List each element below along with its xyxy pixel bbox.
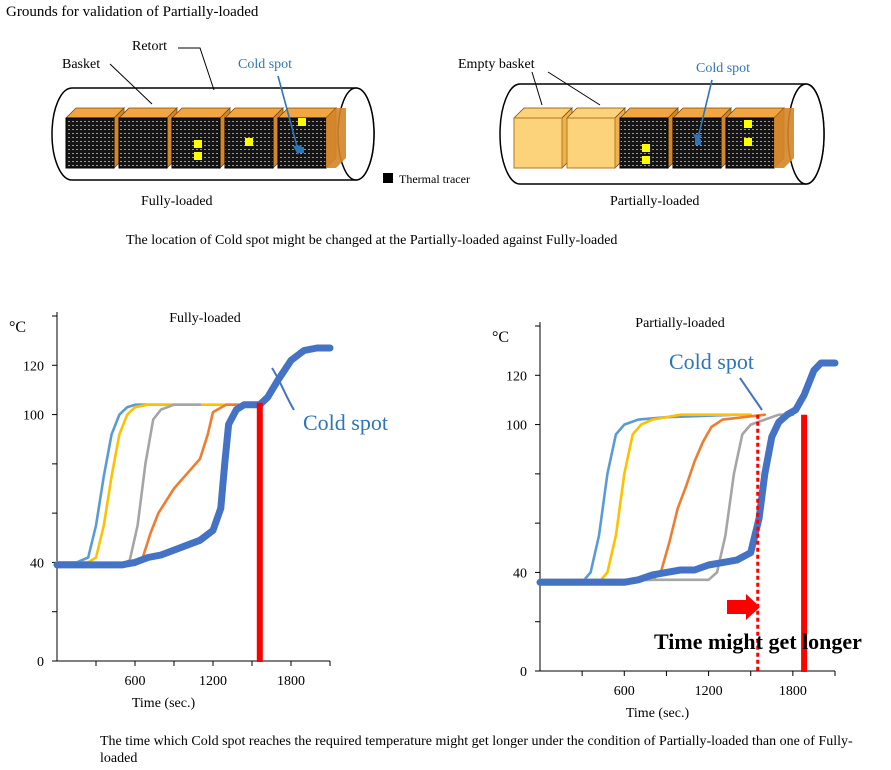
y-tick-label: 120 bbox=[23, 359, 44, 374]
retort-fully-loaded bbox=[51, 87, 375, 181]
y-tick-label: 40 bbox=[30, 556, 44, 571]
basket-label: Basket bbox=[62, 57, 100, 72]
thermal-tracer bbox=[298, 118, 306, 126]
retort-partially-loaded bbox=[499, 83, 825, 185]
cold-spot-marker bbox=[298, 147, 304, 153]
thermal-tracer bbox=[194, 152, 202, 160]
cold-spot-label-right: Cold spot bbox=[696, 61, 750, 76]
basket bbox=[619, 107, 679, 169]
thermal-tracer bbox=[744, 138, 752, 146]
y-tick-label: 0 bbox=[37, 655, 44, 670]
basket-end-face bbox=[326, 108, 346, 168]
y-tick-label: 100 bbox=[23, 409, 44, 424]
basket-leader bbox=[109, 63, 153, 105]
thermal-tracer-label: Thermal tracer bbox=[399, 172, 470, 186]
fully-loaded-label: Fully-loaded bbox=[141, 194, 213, 209]
x-axis-label: Time (sec.) bbox=[132, 696, 196, 711]
empty-basket bbox=[566, 107, 626, 169]
x-tick-label: 1200 bbox=[695, 684, 723, 699]
empty-basket-label: Empty basket bbox=[458, 57, 535, 72]
x-axis-label: Time (sec.) bbox=[626, 706, 690, 721]
basket bbox=[65, 107, 125, 169]
y-tick-label: 40 bbox=[513, 566, 527, 581]
y-tick-label: 120 bbox=[506, 369, 527, 384]
empty-basket bbox=[513, 107, 573, 169]
x-tick-label: 600 bbox=[125, 674, 146, 689]
cold-spot-marker bbox=[695, 139, 701, 145]
chart-fully-loaded: 0 40 100 120 600 1200 1800 °C Time (sec.) Fully-l… bbox=[9, 311, 388, 711]
cold-spot-annotation-leader bbox=[739, 377, 763, 411]
basket-front-mesh bbox=[118, 117, 168, 169]
partially-loaded-label: Partially-loaded bbox=[610, 194, 699, 209]
series-line-4 bbox=[538, 413, 795, 582]
basket-front-mesh bbox=[277, 117, 327, 169]
empty-basket-leader-1 bbox=[531, 71, 543, 106]
time-longer-note: Time might get longer bbox=[654, 629, 862, 654]
chart-title: Partially-loaded bbox=[635, 316, 724, 331]
retort-leader bbox=[178, 47, 215, 91]
basket-front-empty bbox=[513, 117, 563, 169]
series-line-5 bbox=[536, 359, 839, 586]
y-tick-label: 0 bbox=[520, 665, 527, 680]
thermal-tracer bbox=[245, 138, 253, 146]
cold-spot-annotation-leader bbox=[271, 367, 295, 411]
cold-spot-arrow-right bbox=[697, 79, 713, 139]
thermal-tracer bbox=[744, 120, 752, 128]
series-line-1 bbox=[538, 413, 739, 584]
x-tick-label: 1800 bbox=[277, 674, 305, 689]
thermal-tracer bbox=[642, 144, 650, 152]
retort-label: Retort bbox=[132, 39, 167, 54]
cold-spot-arrowhead-right bbox=[693, 134, 702, 143]
cold-spot-label-left: Cold spot bbox=[238, 57, 292, 72]
figure-title: Grounds for validation of Partially-load… bbox=[6, 4, 259, 20]
thermal-tracer-swatch bbox=[383, 173, 393, 183]
y-axis-label: °C bbox=[492, 329, 509, 346]
chart-partially-loaded: 0 40 100 120 600 1200 1800 °C Time (sec.) Partial… bbox=[492, 316, 862, 721]
delay-arrow bbox=[727, 594, 760, 620]
thermal-tracer bbox=[194, 140, 202, 148]
basket-end-face bbox=[774, 108, 794, 168]
cold-spot-arrowhead-left bbox=[293, 145, 302, 155]
x-tick-label: 600 bbox=[614, 684, 635, 699]
bottom-caption: The time which Cold spot reaches the req… bbox=[100, 734, 853, 766]
x-tick-label: 1800 bbox=[779, 684, 807, 699]
basket-front-empty bbox=[566, 117, 616, 169]
thermal-tracer bbox=[642, 156, 650, 164]
basket-front-mesh bbox=[65, 117, 115, 169]
basket bbox=[171, 107, 231, 169]
chart-title: Fully-loaded bbox=[169, 311, 241, 326]
basket bbox=[224, 107, 284, 169]
basket bbox=[672, 107, 732, 169]
series-line-4 bbox=[55, 403, 241, 567]
series-line-1 bbox=[55, 403, 176, 564]
empty-basket-leader-2 bbox=[547, 71, 601, 106]
series-line-5 bbox=[53, 344, 334, 569]
top-caption: The location of Cold spot might be chang… bbox=[126, 233, 617, 248]
cold-spot-annotation: Cold spot bbox=[303, 410, 388, 435]
basket bbox=[118, 107, 178, 169]
y-axis-label: °C bbox=[9, 319, 26, 336]
cold-spot-annotation: Cold spot bbox=[669, 349, 754, 374]
series-line-2 bbox=[538, 413, 753, 584]
cold-spot-arrow-left bbox=[277, 75, 299, 151]
y-tick-label: 100 bbox=[506, 419, 527, 434]
x-tick-label: 1200 bbox=[199, 674, 227, 689]
